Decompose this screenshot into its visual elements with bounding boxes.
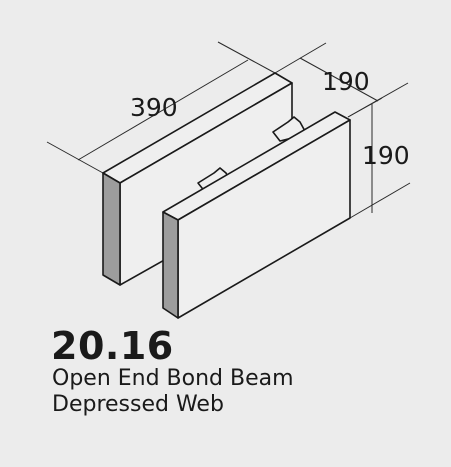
length-dimension-line — [77, 59, 249, 161]
length-extension-left — [46, 141, 104, 174]
length-label: 390 — [130, 93, 178, 122]
height-label: 190 — [362, 141, 410, 170]
height-extension-bottom — [349, 182, 411, 219]
product-name-line-1: Open End Bond Beam — [52, 366, 294, 391]
width-dimension-line — [299, 57, 379, 102]
width-label: 190 — [322, 67, 370, 96]
back-shell-end — [102, 172, 121, 286]
product-code: 20.16 — [51, 324, 174, 368]
front-shell-end — [162, 211, 179, 319]
dimension-lines — [46, 41, 411, 219]
block-diagram: 390 190 190 — [46, 41, 411, 319]
length-extension-right — [217, 41, 276, 74]
height-extension-top — [347, 97, 383, 118]
front-shell — [162, 111, 351, 319]
product-name-line-2: Depressed Web — [52, 392, 224, 417]
